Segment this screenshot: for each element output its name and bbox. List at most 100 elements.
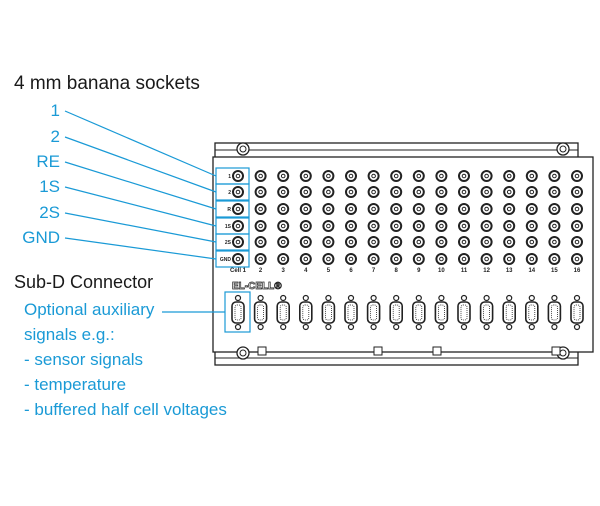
banana-socket-hole-icon (348, 189, 354, 195)
leader-line (64, 136, 217, 193)
banana-socket-icon (480, 170, 493, 182)
banana-socket-icon (503, 170, 516, 182)
banana-socket-icon (232, 220, 244, 232)
subd-pins-icon (324, 304, 332, 321)
banana-socket-hole-icon (506, 206, 512, 212)
subd-screw-icon (506, 294, 513, 302)
subd-screw-icon (528, 323, 535, 331)
subd-desc-line-4: - temperature (24, 375, 127, 394)
subd-screw-icon (370, 323, 377, 331)
banana-socket-icon (412, 170, 425, 182)
banana-socket-hole-icon (280, 189, 286, 195)
banana-socket-hole-icon (326, 173, 331, 179)
banana-socket-hole-icon (574, 239, 580, 245)
banana-socket-icon (254, 170, 267, 182)
banana-socket-hole-icon (439, 189, 444, 195)
subd-screw-icon (573, 294, 581, 302)
banana-socket-hole-icon (371, 173, 376, 179)
subd-screw-icon (483, 294, 490, 302)
banana-socket-icon (412, 186, 425, 198)
banana-socket-icon (299, 220, 312, 232)
subd-pins-icon (370, 304, 378, 321)
el-cell-logo: EL-CELL® (232, 281, 282, 292)
banana-socket-icon (435, 186, 448, 198)
banana-socket-icon (254, 220, 267, 232)
subd-screw-icon (393, 323, 400, 331)
banana-socket-hole-icon (258, 189, 263, 195)
banana-socket-hole-icon (552, 256, 557, 262)
leader-line (64, 186, 217, 227)
banana-socket-icon (480, 220, 493, 232)
banana-socket-icon (390, 220, 403, 232)
banana-socket-hole-icon (416, 239, 422, 245)
banana-socket-hole-icon (416, 173, 422, 179)
banana-socket-hole-icon (461, 223, 467, 229)
subd-pins-icon (483, 304, 491, 321)
banana-socket-icon (299, 236, 312, 248)
column-label: 16 (574, 268, 581, 274)
banana-socket-icon (458, 220, 470, 232)
banana-socket-hole-icon (280, 256, 286, 262)
subd-pins-icon (234, 304, 242, 321)
column-label: 8 (395, 268, 399, 274)
panel-row-label: 2 (228, 190, 231, 196)
banana-socket-icon (322, 170, 335, 182)
subd-desc-line-3: - sensor signals (24, 350, 144, 369)
banana-sockets-heading: 4 mm banana sockets (14, 73, 200, 94)
banana-socket-icon (435, 170, 448, 182)
banana-socket-hole-icon (326, 223, 331, 229)
banana-socket-hole-icon (303, 189, 309, 195)
banana-socket-icon (548, 220, 561, 232)
banana-socket-icon (367, 253, 380, 265)
banana-socket-hole-icon (393, 223, 399, 229)
column-label: 3 (282, 268, 286, 274)
socket-label-1s: 1S (39, 177, 60, 196)
socket-label-2s: 2S (39, 203, 60, 222)
banana-socket-icon (322, 220, 335, 232)
banana-socket-icon (232, 203, 244, 215)
banana-socket-hole-icon (235, 189, 241, 195)
banana-socket-hole-icon (326, 239, 331, 245)
banana-socket-icon (254, 236, 267, 248)
banana-socket-hole-icon (393, 189, 399, 195)
subd-heading: Sub-D Connector (14, 272, 154, 292)
mounting-screw-hole-icon (559, 349, 567, 357)
banana-socket-icon (254, 186, 267, 198)
banana-socket-hole-icon (371, 206, 376, 212)
column-label: 12 (483, 268, 490, 274)
subd-pins-icon (415, 304, 423, 321)
banana-socket-icon (299, 253, 312, 265)
banana-socket-hole-icon (258, 206, 263, 212)
banana-socket-hole-icon (258, 223, 263, 229)
subd-screw-icon (302, 294, 309, 302)
subd-pins-icon (257, 304, 265, 321)
banana-socket-hole-icon (280, 206, 286, 212)
panel-row-label: R (227, 207, 231, 213)
banana-socket-hole-icon (461, 206, 467, 212)
mounting-screw-hole-icon (559, 145, 567, 153)
banana-socket-icon (277, 203, 290, 215)
banana-socket-icon (525, 186, 538, 198)
subd-pins-icon (392, 304, 400, 321)
banana-socket-icon (548, 253, 561, 265)
banana-socket-icon (390, 253, 403, 265)
subd-pins-icon (528, 304, 536, 321)
banana-socket-icon (254, 253, 267, 265)
column-label: 10 (438, 268, 445, 274)
subd-screw-icon (393, 294, 400, 302)
banana-socket-icon (525, 170, 538, 182)
banana-socket-hole-icon (326, 206, 331, 212)
banana-socket-icon (480, 186, 493, 198)
banana-socket-icon (299, 186, 312, 198)
subd-desc-line-5: - buffered half cell voltages (24, 400, 227, 419)
column-label: 6 (349, 268, 353, 274)
banana-socket-icon (571, 253, 583, 265)
banana-socket-icon (458, 170, 470, 182)
banana-socket-hole-icon (574, 173, 580, 179)
banana-socket-icon (525, 220, 538, 232)
column-label: 14 (528, 268, 535, 274)
banana-socket-hole-icon (529, 173, 535, 179)
banana-socket-hole-icon (235, 239, 241, 245)
banana-socket-hole-icon (416, 206, 422, 212)
